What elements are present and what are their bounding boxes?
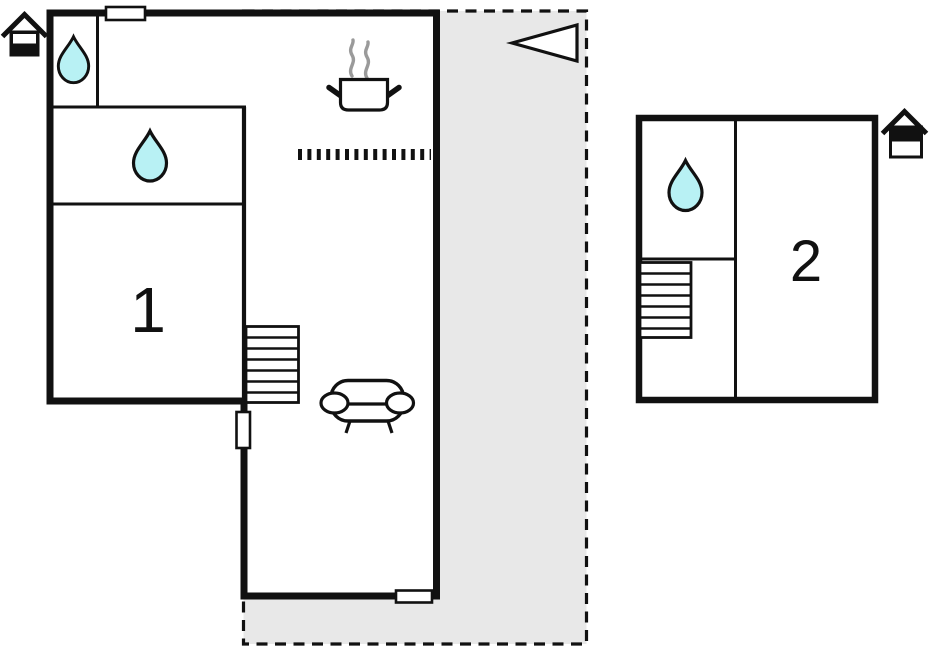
- window-top: [104, 5, 147, 22]
- steam-line-icon: [363, 40, 371, 80]
- cooking-pot-icon: [326, 38, 402, 112]
- house-ground-floor-icon: [0, 10, 49, 57]
- house-roof: [880, 107, 929, 136]
- room-1-label: 1: [130, 274, 166, 346]
- water-drop-icon: [56, 33, 91, 85]
- stairs-outline: [638, 261, 693, 339]
- steam-line-icon: [348, 38, 356, 78]
- sofa-armrest-left: [319, 391, 350, 415]
- stairs-icon: [638, 261, 693, 339]
- sofa-armrest-right: [384, 391, 416, 415]
- water-drop-icon: [667, 156, 704, 213]
- sofa-icon: [319, 378, 416, 434]
- house-roof: [0, 10, 49, 39]
- door-left-wall: [235, 410, 252, 450]
- house-upper-window: [13, 34, 36, 44]
- stairs-outline: [244, 325, 300, 404]
- water-drop-icon: [131, 127, 169, 183]
- pot-body: [338, 77, 390, 112]
- window-bottom: [394, 589, 434, 604]
- stairs-icon: [244, 325, 300, 404]
- house-upper-floor-icon: [880, 107, 929, 159]
- upper-floor-plan: 2: [635, 114, 879, 404]
- north-arrow-icon: [506, 22, 579, 64]
- ground-floor-plan: 1: [46, 5, 589, 646]
- room-2-label: 2: [790, 229, 822, 294]
- house-upper-band: [890, 127, 922, 142]
